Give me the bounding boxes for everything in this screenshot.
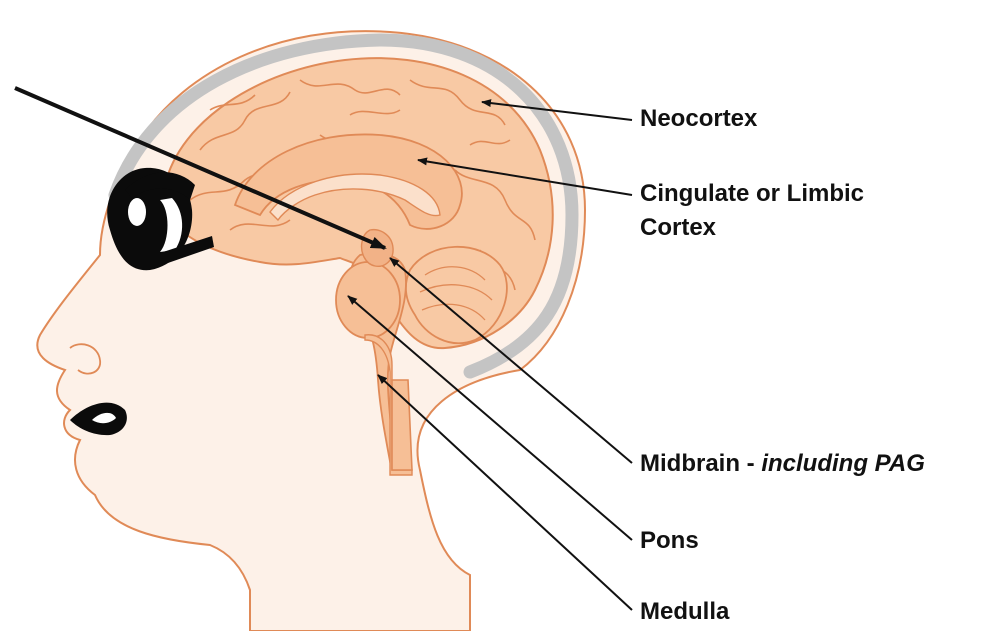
label-pons: Pons — [640, 526, 699, 556]
label-cingulate-line2: Cortex — [640, 213, 716, 243]
label-neocortex: Neocortex — [640, 104, 757, 134]
label-midbrain-main: Midbrain - — [640, 450, 761, 477]
label-cingulate-line1: Cingulate or Limbic — [640, 179, 864, 209]
label-medulla: Medulla — [640, 597, 729, 627]
label-midbrain: Midbrain - including PAG — [640, 449, 925, 479]
label-midbrain-italic: including PAG — [761, 450, 925, 477]
spinal-cord — [392, 380, 412, 470]
eye-white — [128, 198, 146, 226]
pons — [336, 262, 400, 338]
